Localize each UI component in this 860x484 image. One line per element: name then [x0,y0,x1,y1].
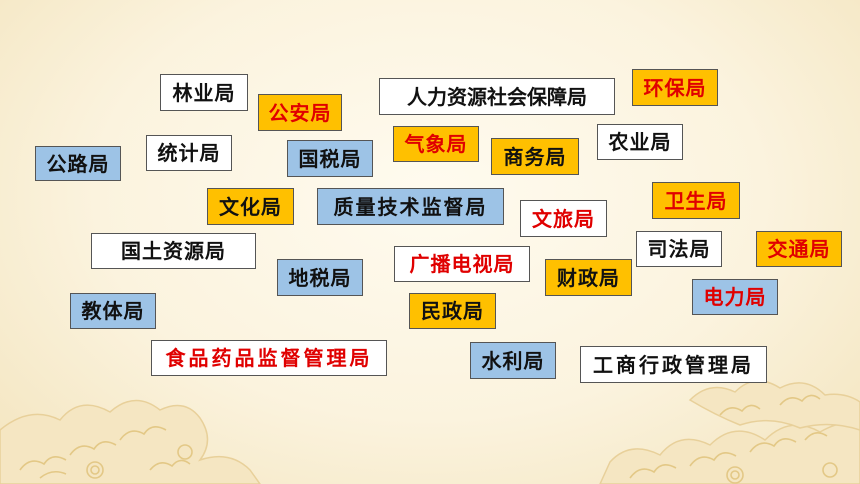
label-environmental-protection-bureau: 环保局 [632,69,718,106]
label-power-bureau: 电力局 [692,279,778,315]
label-finance-bureau: 财政局 [545,259,632,296]
label-meteorology-bureau: 气象局 [393,126,479,162]
label-civil-affairs-bureau: 民政局 [409,293,496,329]
label-national-tax-bureau: 国税局 [287,140,373,177]
label-culture-tourism-bureau: 文旅局 [520,200,607,237]
label-food-drug-administration: 食品药品监督管理局 [151,340,387,376]
label-agriculture-bureau: 农业局 [597,124,683,160]
label-education-sports-bureau: 教体局 [70,293,156,329]
label-culture-bureau: 文化局 [207,188,294,225]
label-transport-bureau: 交通局 [756,231,842,267]
label-quality-supervision-bureau: 质量技术监督局 [317,188,504,225]
label-industry-commerce-bureau: 工商行政管理局 [580,346,767,383]
label-statistics-bureau: 统计局 [146,135,232,171]
label-public-security-bureau: 公安局 [258,94,342,131]
label-commerce-bureau: 商务局 [491,138,579,175]
label-human-resources-bureau: 人力资源社会保障局 [379,78,615,115]
label-forestry-bureau: 林业局 [160,74,248,111]
label-highway-bureau: 公路局 [35,146,121,181]
label-land-resources-bureau: 国土资源局 [91,233,256,269]
label-justice-bureau: 司法局 [636,231,722,267]
label-water-resources-bureau: 水利局 [470,342,556,379]
label-health-bureau: 卫生局 [652,182,740,219]
label-local-tax-bureau: 地税局 [277,259,363,296]
label-radio-television-bureau: 广播电视局 [394,246,530,282]
